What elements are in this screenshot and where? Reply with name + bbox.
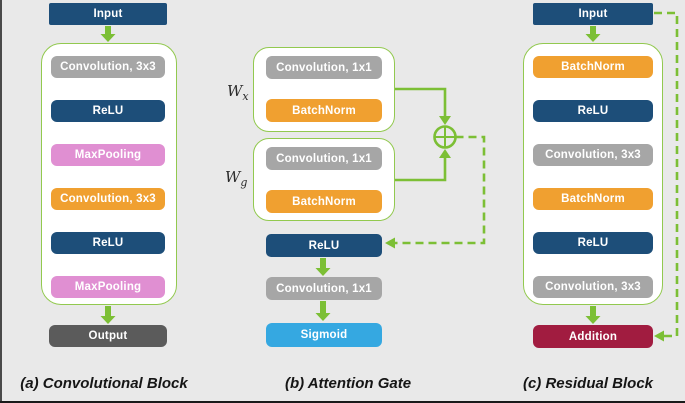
conv-block-input-label: Input — [93, 8, 123, 20]
attention-x-bn-label: BatchNorm — [292, 104, 356, 117]
conv-block-pool2-node: MaxPooling — [51, 276, 165, 298]
wx-sub: x — [242, 90, 249, 103]
merge-lines — [395, 87, 447, 182]
residual-relu1-label: ReLU — [577, 105, 609, 117]
residual-conv2-label: Convolution, 3x3 — [545, 281, 641, 293]
conv-block-output-label: Output — [88, 330, 128, 342]
attention-conv-out-node: Convolution, 1x1 — [266, 277, 382, 300]
residual-relu1-node: ReLU — [533, 100, 653, 122]
flow-arrow — [315, 258, 331, 276]
attention-sigmoid-node: Sigmoid — [266, 323, 382, 347]
wg-to-sum-line — [395, 157, 447, 182]
conv-block-conv2-label: Convolution, 3x3 — [60, 193, 156, 205]
residual-bn2-node: BatchNorm — [533, 188, 653, 210]
residual-relu2-node: ReLU — [533, 232, 653, 254]
conv-block-container — [41, 43, 177, 305]
residual-input-label: Input — [578, 8, 608, 20]
flow-arrow — [315, 301, 331, 321]
conv-block-pool1-label: MaxPooling — [74, 149, 142, 161]
wx-label: Wx — [227, 82, 249, 103]
figure-bottom-edge — [0, 401, 685, 403]
conv-block-conv1-label: Convolution, 3x3 — [60, 61, 156, 73]
residual-bn1-node: BatchNorm — [533, 56, 653, 78]
conv-block-output-node: Output — [49, 325, 167, 347]
residual-input-node: Input — [533, 3, 653, 25]
residual-conv1-node: Convolution, 3x3 — [533, 144, 653, 166]
wx-base: W — [227, 82, 243, 100]
residual-addition-label: Addition — [568, 330, 618, 343]
arrowhead-up-icon — [439, 149, 451, 158]
conv-block-relu2-node: ReLU — [51, 232, 165, 254]
figure-left-edge — [0, 0, 2, 403]
residual-bn1-label: BatchNorm — [561, 61, 625, 73]
attention-relu-node: ReLU — [266, 234, 382, 257]
residual-relu2-label: ReLU — [577, 237, 609, 249]
arrowhead-left-icon — [385, 237, 395, 249]
attention-relu-label: ReLU — [308, 239, 340, 252]
residual-block-container — [523, 43, 663, 305]
residual-conv2-node: Convolution, 3x3 — [533, 276, 653, 298]
wg-label: Wg — [225, 168, 247, 189]
attention-x-conv-node: Convolution, 1x1 — [266, 56, 382, 79]
wg-sub: g — [240, 176, 248, 189]
conv-block-conv1-node: Convolution, 3x3 — [51, 56, 165, 78]
attention-x-conv-label: Convolution, 1x1 — [276, 61, 372, 74]
attention-g-conv-node: Convolution, 1x1 — [266, 147, 382, 170]
attention-conv-out-label: Convolution, 1x1 — [276, 282, 372, 295]
residual-skip-dashed-line — [654, 11, 679, 338]
conv-block-conv2-node: Convolution, 3x3 — [51, 188, 165, 210]
attention-g-conv-label: Convolution, 1x1 — [276, 152, 372, 165]
conv-block-pool1-node: MaxPooling — [51, 144, 165, 166]
flow-arrow — [585, 26, 601, 42]
wg-base: W — [225, 168, 241, 186]
arrowhead-left-icon — [654, 330, 664, 342]
residual-addition-node: Addition — [533, 325, 653, 348]
attention-gate-caption: (b) Attention Gate — [284, 374, 412, 392]
arrowhead-down-icon — [439, 116, 451, 125]
residual-conv1-label: Convolution, 3x3 — [545, 149, 641, 161]
conv-block-relu1-node: ReLU — [51, 100, 165, 122]
flow-arrow — [585, 306, 601, 324]
conv-block-relu2-label: ReLU — [92, 237, 124, 249]
wx-to-sum-line — [395, 87, 447, 117]
sum-to-relu-dashed-line — [394, 135, 486, 245]
attention-g-bn-label: BatchNorm — [292, 195, 356, 208]
flow-arrow — [100, 306, 116, 324]
residual-bn2-label: BatchNorm — [561, 193, 625, 205]
residual-block-caption: (c) Residual Block — [522, 374, 654, 392]
conv-block-relu1-label: ReLU — [92, 105, 124, 117]
attention-g-bn-node: BatchNorm — [266, 190, 382, 213]
conv-block-input-node: Input — [49, 3, 167, 25]
flow-arrow — [100, 26, 116, 42]
circle-plus-icon — [433, 125, 457, 149]
attention-sigmoid-label: Sigmoid — [300, 329, 348, 341]
conv-block-caption: (a) Convolutional Block — [20, 374, 188, 392]
attention-x-bn-node: BatchNorm — [266, 99, 382, 122]
conv-block-pool2-label: MaxPooling — [74, 281, 142, 293]
